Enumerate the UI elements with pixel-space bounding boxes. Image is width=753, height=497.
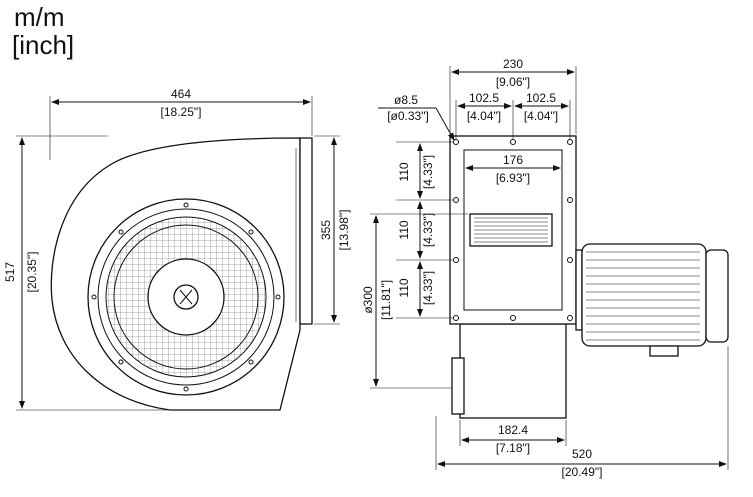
inlet-ring-inner bbox=[97, 208, 275, 386]
flange-inner-opening bbox=[463, 149, 563, 311]
motor-flange-plate bbox=[575, 249, 583, 331]
dim-pitch-left-mm: 102.5 bbox=[469, 91, 499, 105]
housing-side-body bbox=[459, 323, 567, 419]
side-view: 230 [9.06"] 102.5 [4.04"] 102.5 [4.04"] … bbox=[361, 57, 729, 479]
dim-vpitch-2-mm: 110 bbox=[397, 220, 411, 239]
dim-inlet-dia-in: [11.81"] bbox=[379, 280, 393, 320]
hub-spokes bbox=[179, 289, 193, 305]
ring-bolt-holes bbox=[91, 202, 281, 392]
dim-housing-depth-in: [7.18"] bbox=[496, 441, 530, 455]
dim-outlet-inner-in: [6.93"] bbox=[496, 171, 530, 185]
dim-overall-length-in: [20.49"] bbox=[562, 465, 603, 479]
motor-fan-cover bbox=[705, 249, 729, 343]
unit-label-inch: [inch] bbox=[12, 30, 74, 60]
dim-inlet-dia-mm: ø300 bbox=[361, 286, 375, 314]
dim-outlet-mm: 355 bbox=[319, 220, 333, 240]
inlet-collar bbox=[451, 357, 465, 415]
dim-vpitch-2-in: [4.33"] bbox=[421, 213, 435, 247]
impeller-ring bbox=[113, 224, 259, 370]
dim-vpitch-1-mm: 110 bbox=[397, 162, 411, 181]
motor-foot bbox=[649, 345, 679, 357]
motor-body bbox=[581, 243, 707, 347]
dim-housing-depth-mm: 182.4 bbox=[498, 423, 528, 437]
dim-height-in: [20.35"] bbox=[25, 252, 39, 293]
hole-leader bbox=[435, 107, 455, 141]
dim-pitch-left-in: [4.04"] bbox=[467, 109, 501, 123]
dim-width-mm: 464 bbox=[171, 87, 191, 101]
dim-height-mm: 517 bbox=[3, 262, 17, 282]
dim-pitch-right-mm: 102.5 bbox=[526, 91, 556, 105]
dim-vpitch-3-in: [4.33"] bbox=[421, 271, 435, 305]
flange-holes bbox=[453, 139, 573, 321]
front-view: 464 [18.25"] 517 [20.35"] 355 [13.98"] bbox=[3, 87, 351, 411]
blade-lines bbox=[474, 217, 548, 243]
dim-pitch-right-in: [4.04"] bbox=[524, 109, 558, 123]
dim-outlet-in: [13.98"] bbox=[337, 210, 351, 251]
dim-hole-dia-in: [ø0.33"] bbox=[387, 109, 429, 123]
dim-outlet-inner-mm: 176 bbox=[503, 153, 523, 167]
dim-hole-dia-mm: ø8.5 bbox=[394, 93, 418, 107]
motor-fins bbox=[586, 251, 700, 341]
dim-vpitch-3-mm: 110 bbox=[397, 278, 411, 297]
dim-vpitch-1-in: [4.33"] bbox=[421, 155, 435, 189]
dim-width-in: [18.25"] bbox=[161, 105, 202, 119]
dim-overall-length-mm: 520 bbox=[572, 447, 592, 461]
dim-flange-width-in: [9.06"] bbox=[496, 75, 530, 89]
unit-label-mm: m/m bbox=[14, 2, 65, 32]
dim-flange-width-mm: 230 bbox=[503, 57, 523, 71]
outlet-flange bbox=[299, 137, 313, 325]
